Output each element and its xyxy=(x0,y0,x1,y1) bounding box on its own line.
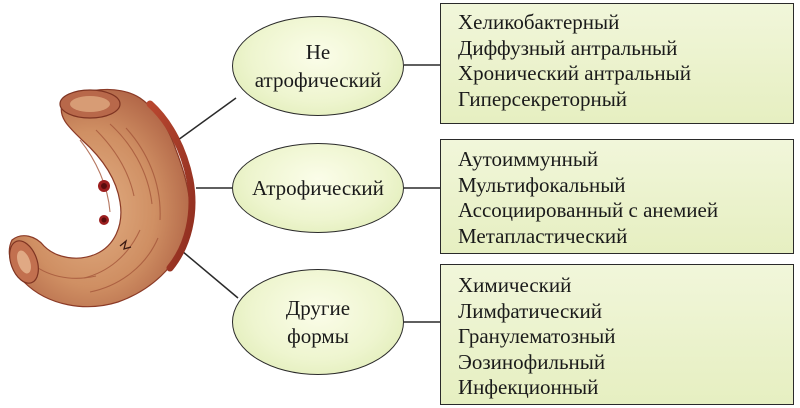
subtype-item: Мультифокальный xyxy=(458,172,626,197)
subtype-item: Гранулематозный xyxy=(458,324,616,348)
subtype-item: Инфекционный xyxy=(458,375,599,399)
subtype-item: Метапластический xyxy=(458,223,628,248)
subtype-item: Аутоиммунный xyxy=(458,147,599,171)
subtype-item: Лимфатический xyxy=(458,298,602,323)
category-atrophic: Атрофический xyxy=(232,143,404,233)
subtype-item: Хронический антральный xyxy=(458,61,691,85)
subtypes-box-atrophic: Аутоиммунный Мультифокальный Ассоциирова… xyxy=(440,139,794,254)
subtypes-box-non-atrophic: Хеликобактерный Диффузный антральный Хро… xyxy=(440,3,794,124)
category-other-forms: Другие формы xyxy=(232,269,404,375)
subtype-item: Химический xyxy=(458,273,572,297)
category-label-line: формы xyxy=(287,324,349,348)
subtype-item: Диффузный антральный xyxy=(458,35,678,60)
category-label-line: Не xyxy=(305,40,331,64)
subtypes-box-other-forms: Химический Лимфатический Гранулематозный… xyxy=(440,264,794,405)
subtype-item: Ассоциированный с анемией xyxy=(458,198,719,222)
subtype-item: Эозинофильный xyxy=(458,349,606,374)
category-label-line: Другие xyxy=(285,296,351,320)
category-label-line: атрофический xyxy=(254,68,382,92)
connector-stomach-to-other xyxy=(175,245,239,299)
category-non-atrophic: Не атрофический xyxy=(232,16,404,116)
subtype-item: Хеликобактерный xyxy=(458,10,620,34)
connector-stomach-to-non-atrophic xyxy=(177,97,237,141)
subtype-item: Гиперсекреторный xyxy=(458,86,628,111)
category-label-line: Атрофический xyxy=(252,176,384,200)
